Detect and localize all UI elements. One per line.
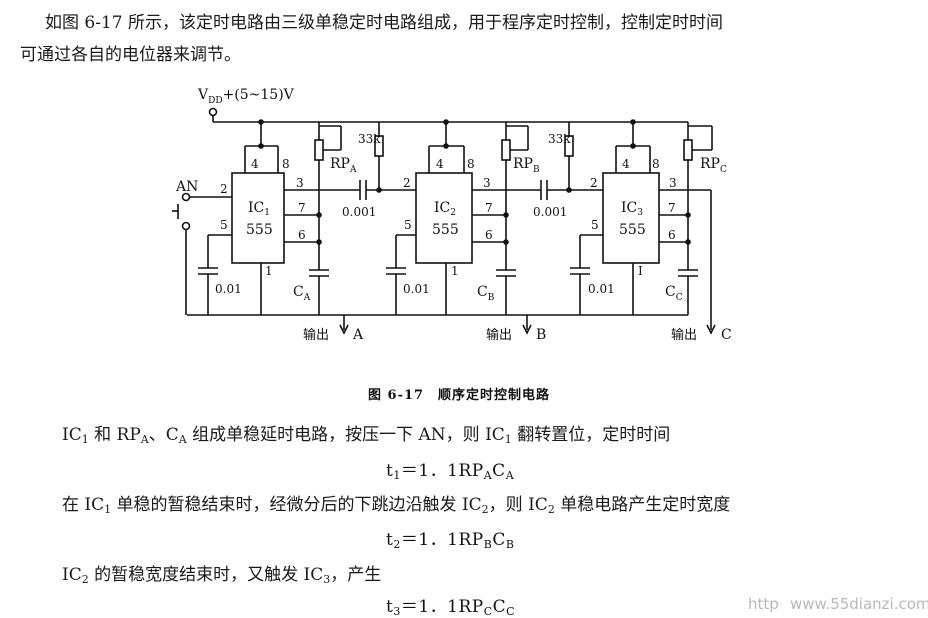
ic2-pin6: 6 (485, 228, 493, 242)
ic1-box (231, 172, 285, 264)
ic1-pin1: 1 (265, 264, 273, 278)
output-c-letter: C (721, 327, 732, 343)
equation-t2: t2＝1．1RPBCB (386, 530, 515, 551)
ic3-box (602, 172, 660, 264)
ic1-pin2: 2 (220, 182, 228, 196)
ic3-pin5: 5 (591, 218, 599, 232)
figure-caption: 图 6-17 顺序定时控制电路 (368, 388, 551, 403)
ic2-model: 555 (432, 222, 459, 238)
ic3-pin1: I (638, 264, 643, 278)
ic1-pin6: 6 (298, 228, 306, 242)
ic2-pin7: 7 (485, 201, 493, 215)
cap5-2-value: 0.01 (403, 282, 430, 296)
output-c-label: 输出 (671, 327, 697, 343)
body-paragraph-1: IC1 和 RPA、CA 组成单稳延时电路，按压一下 AN，则 IC1 翻转置位… (62, 425, 671, 446)
ic2-pin8: 8 (467, 157, 475, 171)
ic1-pin7: 7 (298, 201, 306, 215)
ic3-pin4: 4 (622, 157, 630, 171)
cap5-3-value: 0.01 (588, 282, 615, 296)
rpc-label: RPC (700, 156, 727, 175)
ic3-pin8: 8 (652, 157, 660, 171)
ic2-name: IC2 (434, 200, 456, 218)
res-33k-2: 33k (548, 132, 571, 146)
cb-label: CB (477, 284, 495, 303)
cc-label: CC (665, 284, 683, 303)
ic3-model: 555 (619, 222, 646, 238)
output-b-letter: B (536, 327, 546, 343)
ca-label: CA (293, 284, 311, 303)
rpa-label: RPA (330, 156, 357, 175)
ic3-pin6: 6 (668, 228, 676, 242)
ic2-pin2: 2 (403, 176, 411, 190)
ic2-pin1: 1 (451, 264, 459, 278)
ic2-box (415, 172, 473, 264)
intro-line-2: 可通过各自的电位器来调节。 (20, 45, 241, 65)
watermark-prefix: http (748, 595, 779, 613)
cap-b-value: 0.001 (533, 205, 567, 219)
cap5-1-value: 0.01 (215, 282, 242, 296)
cap-a-value: 0.001 (342, 205, 376, 219)
ic1-pin4: 4 (251, 157, 259, 171)
body-paragraph-3: IC2 的暂稳宽度结束时，又触发 IC3，产生 (62, 565, 382, 586)
output-a-letter: A (352, 327, 364, 343)
ic1-pin3: 3 (296, 176, 304, 190)
ic1-pin5: 5 (220, 218, 228, 232)
ic2-pin4: 4 (436, 157, 444, 171)
ic3-pin3: 3 (669, 176, 677, 190)
ic1-pin8: 8 (282, 157, 290, 171)
watermark-site: www.55dianzi.com (790, 595, 928, 613)
ic2-pin5: 5 (404, 218, 412, 232)
equation-t3: t3＝1．1RPCCC (386, 597, 516, 618)
intro-line-1: 如图 6-17 所示，该定时电路由三级单稳定时电路组成，用于程序定时控制，控制定… (45, 13, 723, 33)
an-label: AN (175, 179, 198, 195)
equation-t1: t1＝1．1RPACA (386, 461, 515, 482)
rpb-label: RPB (513, 156, 540, 175)
ic1-model: 555 (246, 222, 273, 238)
ic3-name: IC3 (621, 200, 643, 218)
res-33k-1: 33k (358, 132, 381, 146)
ic2-pin3: 3 (483, 176, 491, 190)
vdd-label: VDD+(5~15)V (197, 87, 295, 106)
ic3-pin7: 7 (668, 201, 676, 215)
ic1-name: IC1 (248, 200, 270, 218)
output-b-label: 输出 (486, 327, 512, 343)
ic3-pin2: 2 (590, 176, 598, 190)
output-a-label: 输出 (303, 327, 329, 343)
body-paragraph-2: 在 IC1 单稳的暂稳结束时，经微分后的下跳边沿触发 IC2，则 IC2 单稳电… (62, 495, 731, 516)
